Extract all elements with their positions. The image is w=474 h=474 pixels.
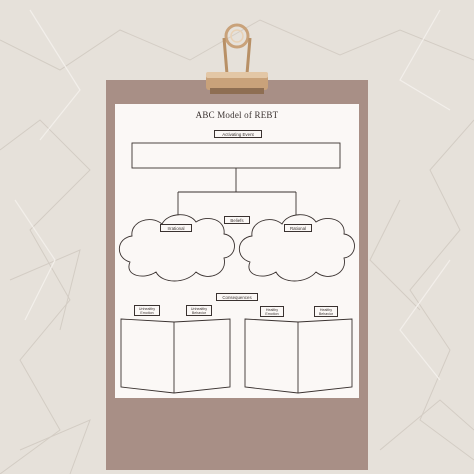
rational-cloud (238, 214, 355, 282)
healthy-behavior-label: Healthy Behavior (314, 306, 338, 318)
rational-label: Rational (284, 224, 312, 233)
irrational-cloud (118, 214, 235, 282)
unhealthy-emotion-label: Unhealthy Emotion (134, 305, 160, 317)
irrational-label: Irrational (160, 224, 192, 233)
healthy-box (244, 318, 353, 394)
worksheet-title: ABC Model of REBT (195, 110, 279, 120)
unhealthy-behavior-label: Unhealthy Behavior (186, 305, 212, 317)
consequences-label: Consequences (216, 293, 258, 302)
activating-event-label: Activating Event (214, 130, 262, 139)
binder-clip-icon (206, 23, 268, 94)
healthy-emotion-label: Healthy Emotion (260, 306, 284, 318)
activating-event-box (131, 142, 341, 169)
worksheet-page (115, 104, 359, 398)
beliefs-label: Beliefs (224, 216, 250, 225)
unhealthy-box (120, 318, 231, 394)
